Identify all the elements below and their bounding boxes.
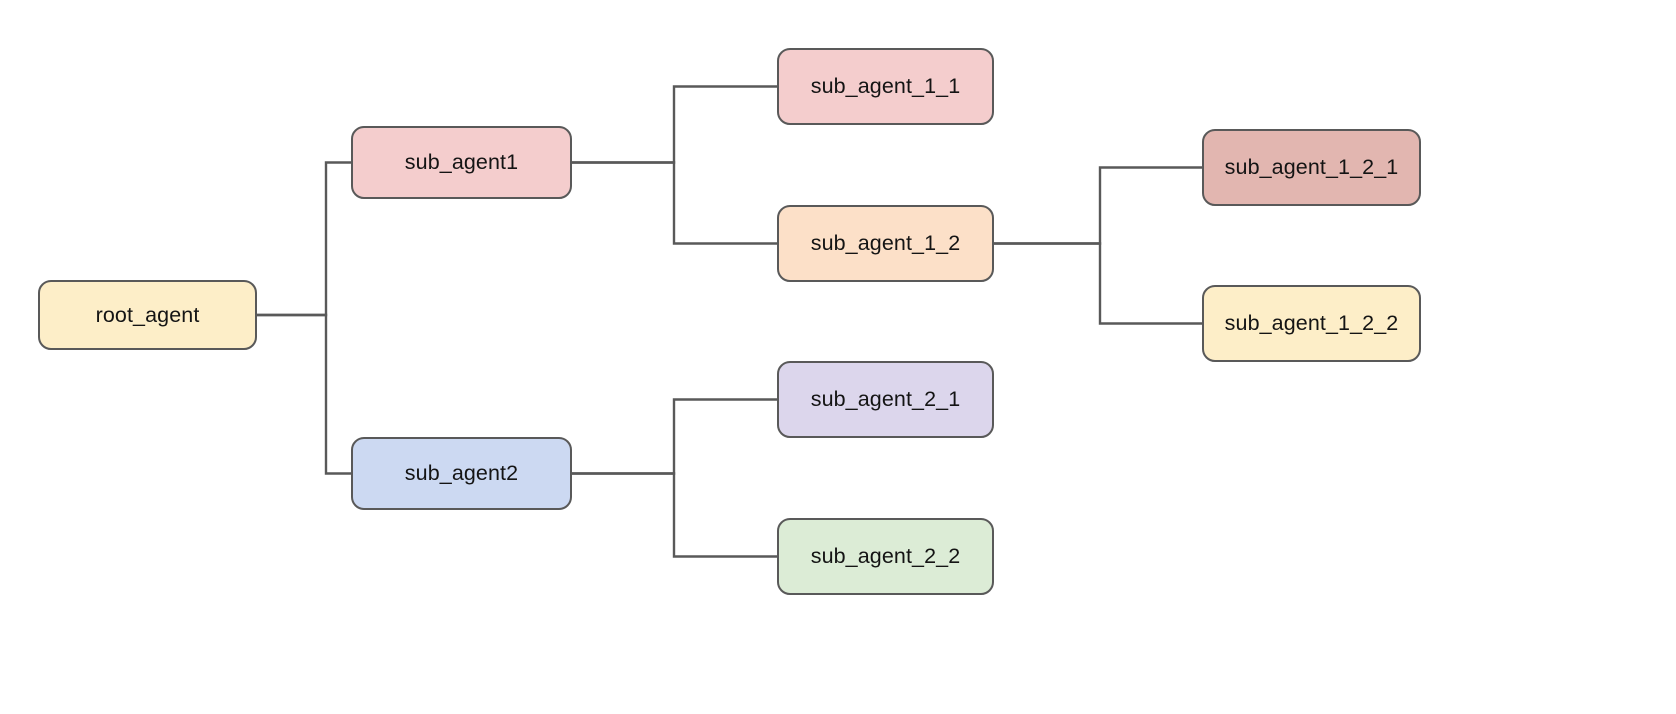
node-sub_agent_1_2[interactable]: sub_agent_1_2: [777, 205, 994, 282]
node-sub_agent_1_1[interactable]: sub_agent_1_1: [777, 48, 994, 125]
node-label: sub_agent_2_2: [810, 544, 961, 568]
node-sub_agent_2_1[interactable]: sub_agent_2_1: [777, 361, 994, 438]
node-label: sub_agent1: [404, 150, 519, 174]
node-label: sub_agent_1_2_2: [1224, 311, 1399, 335]
edge-root_agent-to-sub_agent2: [255, 313, 353, 475]
edge-sub_agent1-to-sub_agent_1_2: [570, 161, 779, 245]
node-sub_agent2[interactable]: sub_agent2: [351, 437, 572, 510]
node-label: sub_agent_1_2_1: [1224, 155, 1399, 179]
node-label: sub_agent_2_1: [810, 387, 961, 411]
node-label: sub_agent_1_1: [810, 74, 961, 98]
edge-sub_agent2-to-sub_agent_2_1: [570, 398, 779, 475]
edge-sub_agent_1_2-to-sub_agent_1_2_1: [992, 166, 1204, 245]
node-sub_agent1[interactable]: sub_agent1: [351, 126, 572, 199]
node-sub_agent_2_2[interactable]: sub_agent_2_2: [777, 518, 994, 595]
node-label: sub_agent_1_2: [810, 231, 961, 255]
node-label: sub_agent2: [404, 461, 519, 485]
edge-sub_agent2-to-sub_agent_2_2: [570, 472, 779, 558]
edge-root_agent-to-sub_agent1: [255, 161, 353, 317]
edge-sub_agent1-to-sub_agent_1_1: [570, 85, 779, 164]
edge-sub_agent_1_2-to-sub_agent_1_2_2: [992, 242, 1204, 325]
node-label: root_agent: [95, 302, 200, 327]
node-root_agent[interactable]: root_agent: [38, 280, 257, 350]
node-sub_agent_1_2_1[interactable]: sub_agent_1_2_1: [1202, 129, 1421, 206]
node-sub_agent_1_2_2[interactable]: sub_agent_1_2_2: [1202, 285, 1421, 362]
